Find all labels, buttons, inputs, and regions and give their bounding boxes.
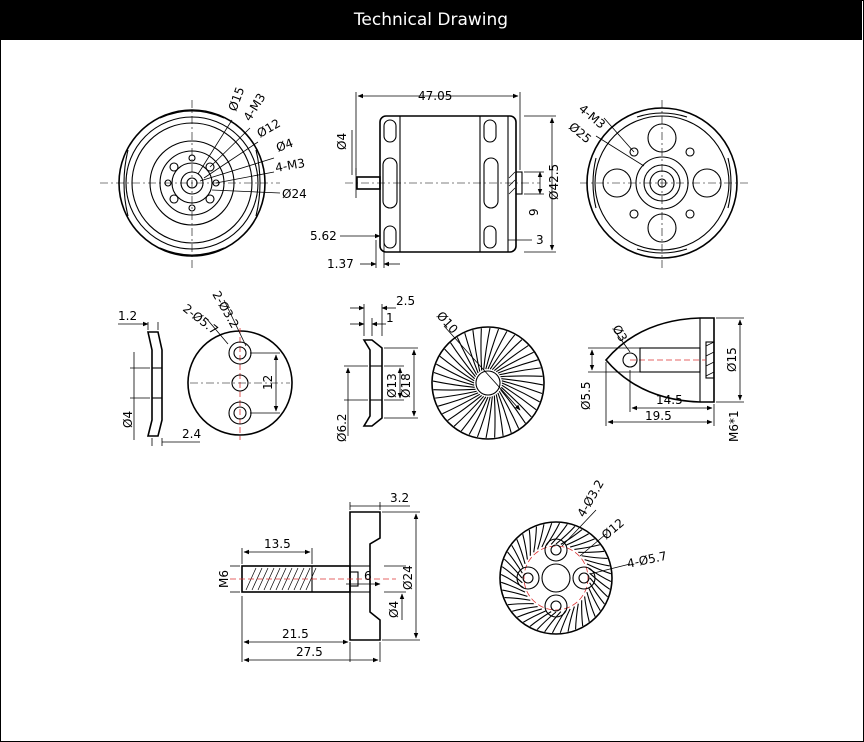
dim-washer-d4: Ø4 — [121, 411, 135, 428]
dim-bolt-m6: M6 — [217, 570, 231, 588]
motor-back-view: 4-M3 Ø25 — [566, 100, 750, 268]
dim-front-m3b: 4-M3 — [274, 156, 306, 175]
dim-cone-l195: 19.5 — [645, 409, 672, 423]
dim-bolt-l275: 27.5 — [296, 645, 323, 659]
dim-front-d15: Ø15 — [226, 85, 248, 113]
dim-adapter-d18: Ø18 — [399, 373, 413, 398]
dim-bolt-l215: 21.5 — [282, 627, 309, 641]
dim-washer-t: 1.2 — [118, 309, 137, 323]
dim-disc-h32: 4-Ø3.2 — [574, 477, 606, 519]
dim-bolt-t: 3.2 — [390, 491, 409, 505]
cone-view: Ø3 Ø15 Ø5.5 14.5 19.5 M6*1 — [579, 317, 744, 442]
dim-washer-h1: 2-Ø5.7 — [180, 301, 221, 337]
dim-front-d24: Ø24 — [282, 187, 307, 201]
prop-disc-view: 4-Ø3.2 Ø12 4-Ø5.7 — [499, 477, 669, 635]
dim-front-d4: Ø4 — [274, 136, 295, 155]
dim-adapter-d10: Ø10 — [434, 309, 461, 337]
adapter-view: 2.5 1 Ø6.2 Ø13 Ø18 Ø10 — [335, 294, 545, 442]
dim-bolt-l135: 13.5 — [264, 537, 291, 551]
motor-side-view: 47.05 Ø4 Ø42.5 9 3 5.62 1.37 — [310, 89, 561, 271]
dim-cone-d55: Ø5.5 — [579, 381, 593, 410]
prop-bolt-view: 3.2 13.5 M6 6 Ø24 Ø4 21.5 27.5 — [217, 491, 420, 663]
motor-front-view: Ø15 4-M3 Ø12 Ø4 4-M3 Ø24 — [100, 85, 307, 268]
dim-cone-m6: M6*1 — [727, 410, 741, 442]
dim-washer-w: 2.4 — [182, 427, 201, 441]
dim-side-length: 47.05 — [418, 89, 452, 103]
washer-view: 1.2 Ø4 2.4 12 2-Ø5.7 2-Ø3.2 — [118, 289, 293, 446]
dim-washer-pitch: 12 — [261, 375, 275, 390]
dim-front-d12: Ø12 — [255, 116, 283, 140]
page-title: Technical Drawing — [0, 0, 862, 40]
dim-side-shaft: Ø4 — [335, 133, 349, 150]
dim-side-562: 5.62 — [310, 229, 337, 243]
dim-adapter-d62: Ø6.2 — [335, 413, 349, 442]
dim-adapter-d13: Ø13 — [385, 373, 399, 398]
dim-cone-d15: Ø15 — [725, 347, 739, 372]
dim-disc-d12: Ø12 — [599, 516, 627, 543]
dim-side-nine: 9 — [527, 208, 541, 216]
dim-side-137: 1.37 — [327, 257, 354, 271]
dim-disc-h57: 4-Ø5.7 — [626, 549, 669, 571]
dim-side-three: 3 — [536, 233, 544, 247]
dim-side-diameter: Ø42.5 — [547, 164, 561, 200]
dim-cone-l145: 14.5 — [656, 393, 683, 407]
dim-bolt-d4: Ø4 — [387, 601, 401, 618]
dim-adapter-t1: 2.5 — [396, 294, 415, 308]
dim-adapter-t2: 1 — [386, 311, 394, 325]
dim-bolt-d24: Ø24 — [401, 565, 415, 590]
dim-bolt-s6: 6 — [364, 569, 372, 583]
